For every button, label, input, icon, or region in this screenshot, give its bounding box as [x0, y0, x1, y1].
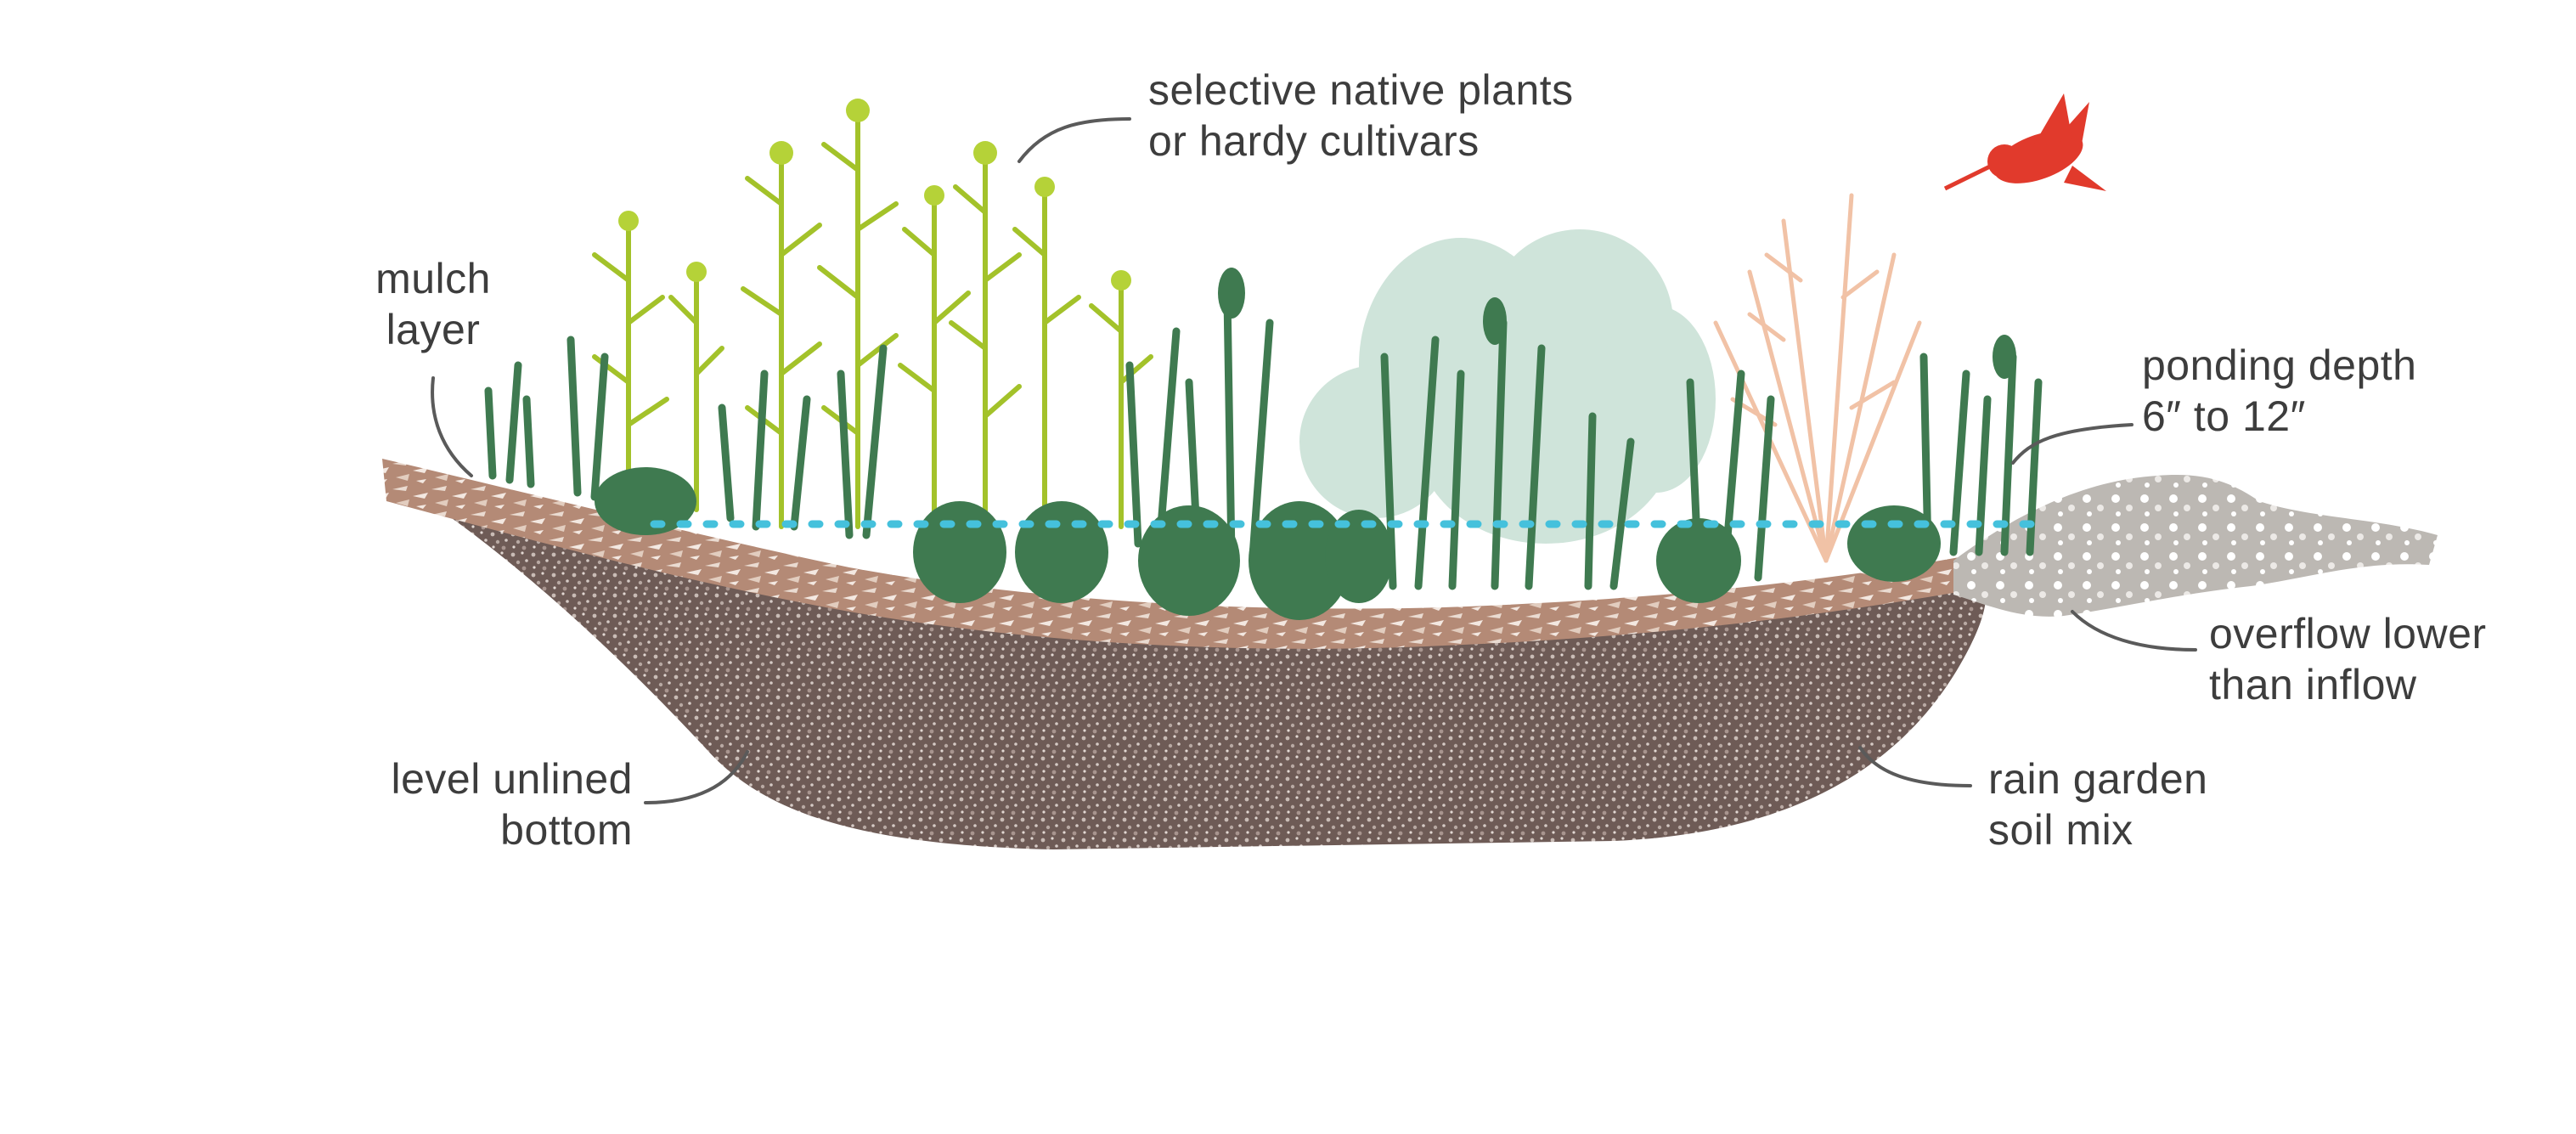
- label-line: or hardy cultivars: [1148, 117, 1480, 165]
- label-line: ponding depth: [2142, 341, 2417, 389]
- soil-mix-layer: [386, 476, 1987, 849]
- overflow-gravel: [1953, 475, 2438, 617]
- label-line: layer: [386, 306, 481, 353]
- label-rain-garden-soil-mix: rain garden soil mix: [1988, 753, 2207, 855]
- label-mulch-layer: mulch layer: [357, 253, 510, 355]
- label-line: 6″ to 12″: [2142, 392, 2306, 440]
- leader-soil: [1858, 746, 1972, 787]
- label-line: level unlined: [391, 755, 633, 803]
- label-line: bottom: [500, 806, 633, 854]
- label-overflow: overflow lower than inflow: [2209, 608, 2487, 710]
- lime-plants: [592, 99, 1153, 529]
- label-line: overflow lower: [2209, 610, 2487, 657]
- label-line: mulch: [375, 255, 491, 302]
- leader-ponding: [2011, 423, 2134, 465]
- leader-plants: [1017, 117, 1131, 163]
- label-line: than inflow: [2209, 661, 2417, 708]
- label-line: rain garden: [1988, 755, 2208, 803]
- label-line: selective native plants: [1148, 66, 1574, 114]
- label-level-unlined-bottom: level unlined bottom: [340, 753, 633, 855]
- pale-shrubs: [1299, 229, 1716, 544]
- leader-bottom: [644, 750, 749, 804]
- mulch-layer: [382, 459, 1992, 649]
- hummingbird-icon: [1943, 93, 2106, 191]
- leader-mulch: [431, 376, 473, 477]
- label-ponding-depth: ponding depth 6″ to 12″: [2142, 340, 2416, 442]
- leader-overflow: [2071, 610, 2197, 652]
- label-selective-native-plants: selective native plants or hardy cultiva…: [1148, 65, 1574, 166]
- plants-group: [484, 99, 2043, 620]
- label-line: soil mix: [1988, 806, 2134, 854]
